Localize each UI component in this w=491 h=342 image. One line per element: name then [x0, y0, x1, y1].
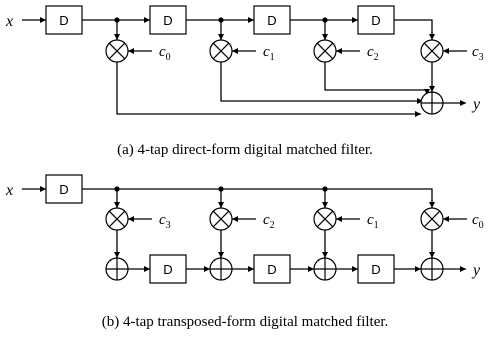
adder-2 [313, 257, 337, 281]
broadcast-bus [82, 188, 435, 208]
multiplier-1 [209, 39, 233, 63]
delay-block: D [357, 5, 395, 35]
delay-block: D [253, 254, 291, 284]
transposed-form-diagram: x D [5, 174, 484, 330]
output-label-y: y [471, 96, 481, 113]
delay-label: D [163, 13, 172, 28]
delay-label: D [371, 13, 380, 28]
output-label-y: y [471, 262, 481, 279]
coef-label-c2: c2 [263, 212, 275, 231]
multiplier-3 [420, 39, 444, 63]
delay-label: D [267, 262, 276, 277]
input-label-x: x [5, 182, 13, 199]
product-wire-2 [324, 62, 430, 95]
product-wire-0 [116, 62, 421, 117]
coef-label-c2: c2 [367, 44, 379, 63]
delay-label: D [163, 262, 172, 277]
adder [420, 91, 444, 115]
coef-label-c1: c1 [367, 212, 379, 231]
delay-block: D [253, 5, 291, 35]
multiplier-1 [209, 207, 233, 231]
adder-0 [105, 257, 129, 281]
coef-label-c0: c0 [159, 44, 171, 63]
coef-label-c3: c3 [472, 44, 484, 63]
adder-3 [420, 257, 444, 281]
adder-1 [209, 257, 233, 281]
delay-block: D [45, 174, 83, 204]
delay-block: D [149, 5, 187, 35]
direct-form-diagram: x D D D D [5, 5, 484, 158]
multiplier-2 [313, 39, 337, 63]
delay-label: D [59, 13, 68, 28]
delay-block: D [45, 5, 83, 35]
coef-label-c3: c3 [159, 212, 171, 231]
coef-label-c0: c0 [472, 212, 484, 231]
delay-label: D [267, 13, 276, 28]
product-wire-1 [220, 62, 423, 104]
coef-label-c1: c1 [263, 44, 275, 63]
caption-b: (b) 4-tap transposed-form digital matche… [102, 314, 389, 330]
delay-label: D [59, 182, 68, 197]
delay-block: D [357, 254, 395, 284]
multiplier-2 [313, 207, 337, 231]
multiplier-0 [105, 39, 129, 63]
delay-label: D [371, 262, 380, 277]
delay-block: D [149, 254, 187, 284]
wire-d4-mult3 [394, 19, 435, 40]
multiplier-3 [420, 207, 444, 231]
multiplier-0 [105, 207, 129, 231]
input-label-x: x [5, 13, 13, 30]
caption-a: (a) 4-tap direct-form digital matched fi… [117, 142, 373, 158]
